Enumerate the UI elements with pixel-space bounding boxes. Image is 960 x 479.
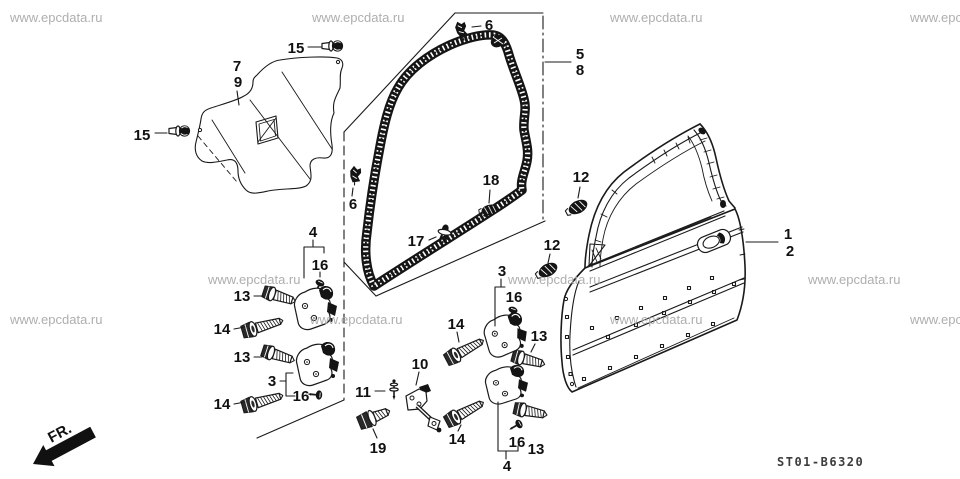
bolt-14-right-2 [442, 395, 488, 430]
front-door-panel [560, 123, 746, 393]
screw-16-right-2 [506, 417, 525, 435]
callout-15-left: 15 [134, 127, 151, 144]
callout-17: 17 [408, 233, 425, 250]
callout-3-right: 3 [498, 263, 506, 280]
callout-2: 2 [786, 243, 794, 260]
bolt-13-right-2 [512, 400, 550, 423]
watermark: www.epcdata.ru [909, 312, 960, 327]
leader-lines [154, 25, 779, 439]
hinge-lower-right [484, 364, 529, 405]
bolt-14-right-1 [442, 333, 488, 368]
callout-11: 11 [355, 384, 371, 401]
callout-7: 7 [233, 58, 241, 75]
callout-6-top: 6 [485, 17, 493, 34]
clip-15-left [168, 124, 191, 138]
watermarks: www.epcdata.ru www.epcdata.ru www.epcdat… [9, 10, 960, 327]
watermark: www.epcdata.ru [609, 10, 703, 25]
callout-4-left: 4 [309, 224, 318, 241]
sash-hatching-left [594, 136, 691, 243]
watermark: www.epcdata.ru [807, 272, 901, 287]
callout-12-upper: 12 [573, 169, 590, 186]
callout-16-right-1: 16 [506, 289, 523, 306]
callout-4-right: 4 [503, 458, 512, 475]
callout-16-right-2: 16 [509, 434, 526, 451]
diagram-part-code: ST01-B6320 [777, 455, 864, 469]
callout-14-right-2: 14 [449, 431, 466, 448]
bolt-14-left-1 [239, 312, 286, 340]
callout-8: 8 [576, 62, 584, 79]
callout-6-mid: 6 [349, 196, 357, 213]
callout-14-right-1: 14 [448, 316, 465, 333]
bolt-19 [355, 402, 394, 432]
callout-13-right-2: 13 [528, 441, 545, 458]
door-aperture-plane [256, 12, 572, 439]
callout-brackets [279, 239, 519, 460]
callout-19: 19 [370, 440, 387, 457]
grommet-12-upper [563, 196, 591, 220]
watermark: www.epcdata.ru [311, 10, 405, 25]
hinge-lower-left [295, 341, 340, 387]
door-checker [405, 384, 442, 433]
watermark: www.epcdata.ru [9, 312, 103, 327]
shut-face-ticks [738, 228, 746, 281]
watermark: www.epcdata.ru [207, 272, 301, 287]
callout-9: 9 [234, 74, 242, 91]
screw-16-left-bottom [306, 388, 324, 401]
fr-direction-arrow: FR. [33, 420, 96, 467]
callout-16-left-bottom: 16 [293, 388, 310, 405]
sash-hatching-right [699, 137, 725, 200]
callout-15-top: 15 [288, 40, 305, 57]
door-hole-seal-pad [194, 56, 344, 194]
callout-14-left-2: 14 [214, 396, 231, 413]
callout-16-left-top: 16 [312, 257, 329, 274]
callout-12-lower: 12 [544, 237, 561, 254]
callout-1: 1 [784, 226, 792, 243]
door-clip-holes [581, 275, 737, 382]
weatherstrip-joint [490, 34, 506, 48]
watermark: www.epcdata.ru [909, 10, 960, 25]
watermark: www.epcdata.ru [9, 10, 103, 25]
bolt-14-left-2 [239, 387, 286, 415]
bolt-13-left-2 [259, 342, 298, 368]
callout-13-left-2: 13 [234, 349, 251, 366]
door-opening-weatherstrip [360, 30, 533, 291]
clip-6-mid [348, 165, 363, 186]
callout-14-left-1: 14 [214, 321, 231, 338]
door-handle-recess [696, 228, 732, 254]
callout-5: 5 [576, 46, 584, 63]
bolt-13-left-1 [260, 283, 299, 309]
hinge-face-holes [563, 296, 575, 387]
clip-15-top [321, 39, 344, 53]
callout-13-left-1: 13 [234, 288, 251, 305]
pin-11 [388, 378, 400, 401]
watermark: www.epcdata.ru [609, 312, 703, 327]
watermark: www.epcdata.ru [309, 312, 403, 327]
callout-13-right-1: 13 [531, 328, 548, 345]
watermark: www.epcdata.ru [507, 272, 601, 287]
callout-3-left: 3 [268, 373, 276, 390]
callout-18: 18 [483, 172, 500, 189]
callout-10: 10 [412, 356, 429, 373]
mirror-mount [588, 243, 606, 267]
